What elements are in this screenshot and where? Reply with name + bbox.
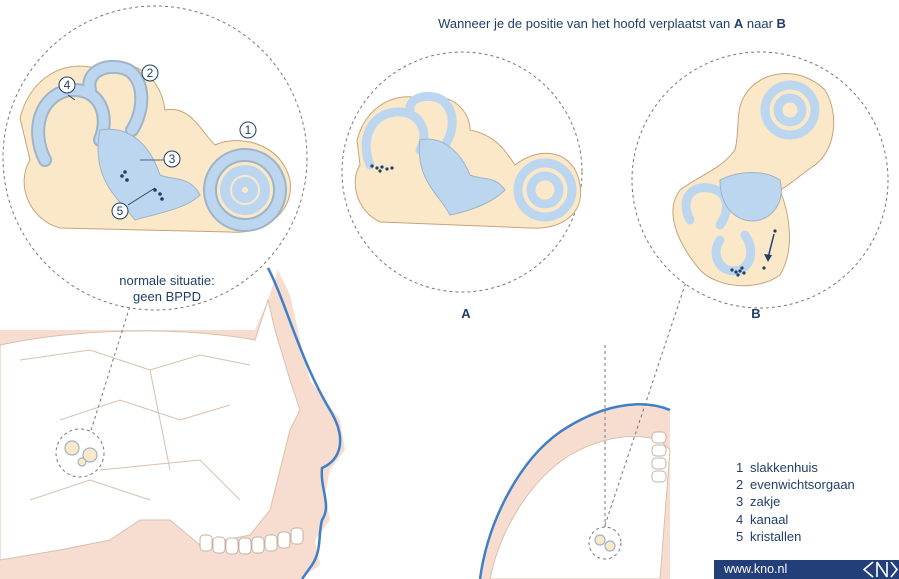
footer-bar: www.kno.nl [714,560,899,579]
legend-num: 4 [736,511,750,528]
head-profile-right [480,255,695,579]
head-profile-left [0,268,345,579]
caption-pos-b: B [777,16,786,31]
legend-num: 3 [736,493,750,510]
legend-num: 2 [736,476,750,493]
caption-mid: naar [743,16,776,31]
marker-2: 2 [147,66,154,80]
marker-3: 3 [169,152,176,166]
legend-label: slakkenhuis [750,460,818,475]
panel-b-label: B [751,306,760,321]
header-caption: Wanneer je de positie van het hoofd verp… [438,16,786,31]
legend-label: kristallen [750,529,801,544]
caption-prefix: Wanneer je de positie van het hoofd verp… [438,16,734,31]
marker-4: 4 [64,78,71,92]
legend-label: zakje [750,494,780,509]
normal-caption-line1: normale situatie: [119,273,214,288]
panel-a: A [342,52,582,321]
marker-5: 5 [117,204,124,218]
legend-num: 1 [736,459,750,476]
normal-caption-line2: geen BPPD [133,289,201,304]
marker-1: 1 [245,123,252,137]
legend-num: 5 [736,528,750,545]
panel-a-label: A [461,306,471,321]
legend-label: evenwichtsorgaan [750,477,855,492]
kno-logo-icon [859,560,899,579]
panel-normal: 1 2 3 4 5 normale situatie: geen BPPD [3,6,307,310]
site-link[interactable]: www.kno.nl [724,562,787,576]
panel-b: B [632,52,888,321]
legend-label: kanaal [750,512,788,527]
